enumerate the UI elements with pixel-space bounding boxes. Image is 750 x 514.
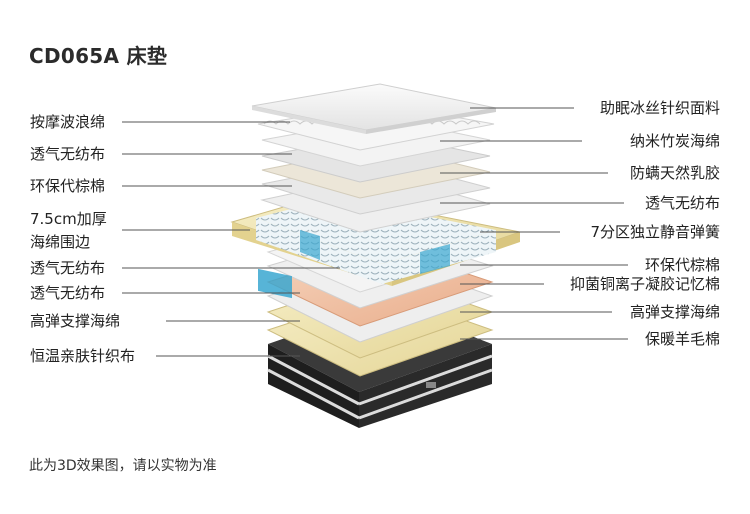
- label-breathable-nonwoven-2: 透气无纺布: [30, 259, 106, 277]
- label-thermal-knit-fabric: 恒温亲肤针织布: [30, 347, 136, 365]
- page-title: CD065A 床垫: [29, 44, 168, 68]
- disclaimer-note: 此为3D效果图，请以实物为准: [29, 458, 217, 474]
- label-high-elastic-foam-right: 高弹支撑海绵: [629, 303, 720, 321]
- spring-core: [230, 193, 522, 299]
- label-massage-wave-foam: 按摩波浪绵: [30, 113, 106, 131]
- upper-layers: [251, 83, 497, 233]
- leader-lines-left: [122, 121, 340, 357]
- label-wool-padding: 保暖羊毛棉: [644, 330, 720, 348]
- label-pocket-springs: 7分区独立静音弹簧: [590, 223, 720, 241]
- label-thick-foam-edge-line1: 7.5cm加厚: [30, 210, 107, 228]
- label-breathable-nonwoven-3: 透气无纺布: [30, 284, 106, 302]
- label-copper-gel-memory-foam: 抑菌铜离子凝胶记忆棉: [569, 275, 720, 293]
- label-eco-palm-substitute-right: 环保代棕棉: [644, 256, 720, 274]
- label-high-elastic-foam-left: 高弹支撑海绵: [30, 312, 121, 330]
- label-breathable-nonwoven-right: 透气无纺布: [644, 194, 720, 212]
- label-bamboo-charcoal-foam: 纳米竹炭海绵: [629, 132, 720, 150]
- leader-lines-right: [440, 107, 628, 340]
- label-eco-palm-substitute: 环保代棕棉: [30, 177, 106, 195]
- label-anti-mite-latex: 防螨天然乳胶: [629, 164, 720, 182]
- label-thick-foam-edge-line2: 海绵围边: [30, 233, 91, 251]
- label-ice-silk-knit-fabric: 助眠冰丝针织面料: [599, 99, 720, 117]
- label-breathable-nonwoven-1: 透气无纺布: [30, 145, 106, 163]
